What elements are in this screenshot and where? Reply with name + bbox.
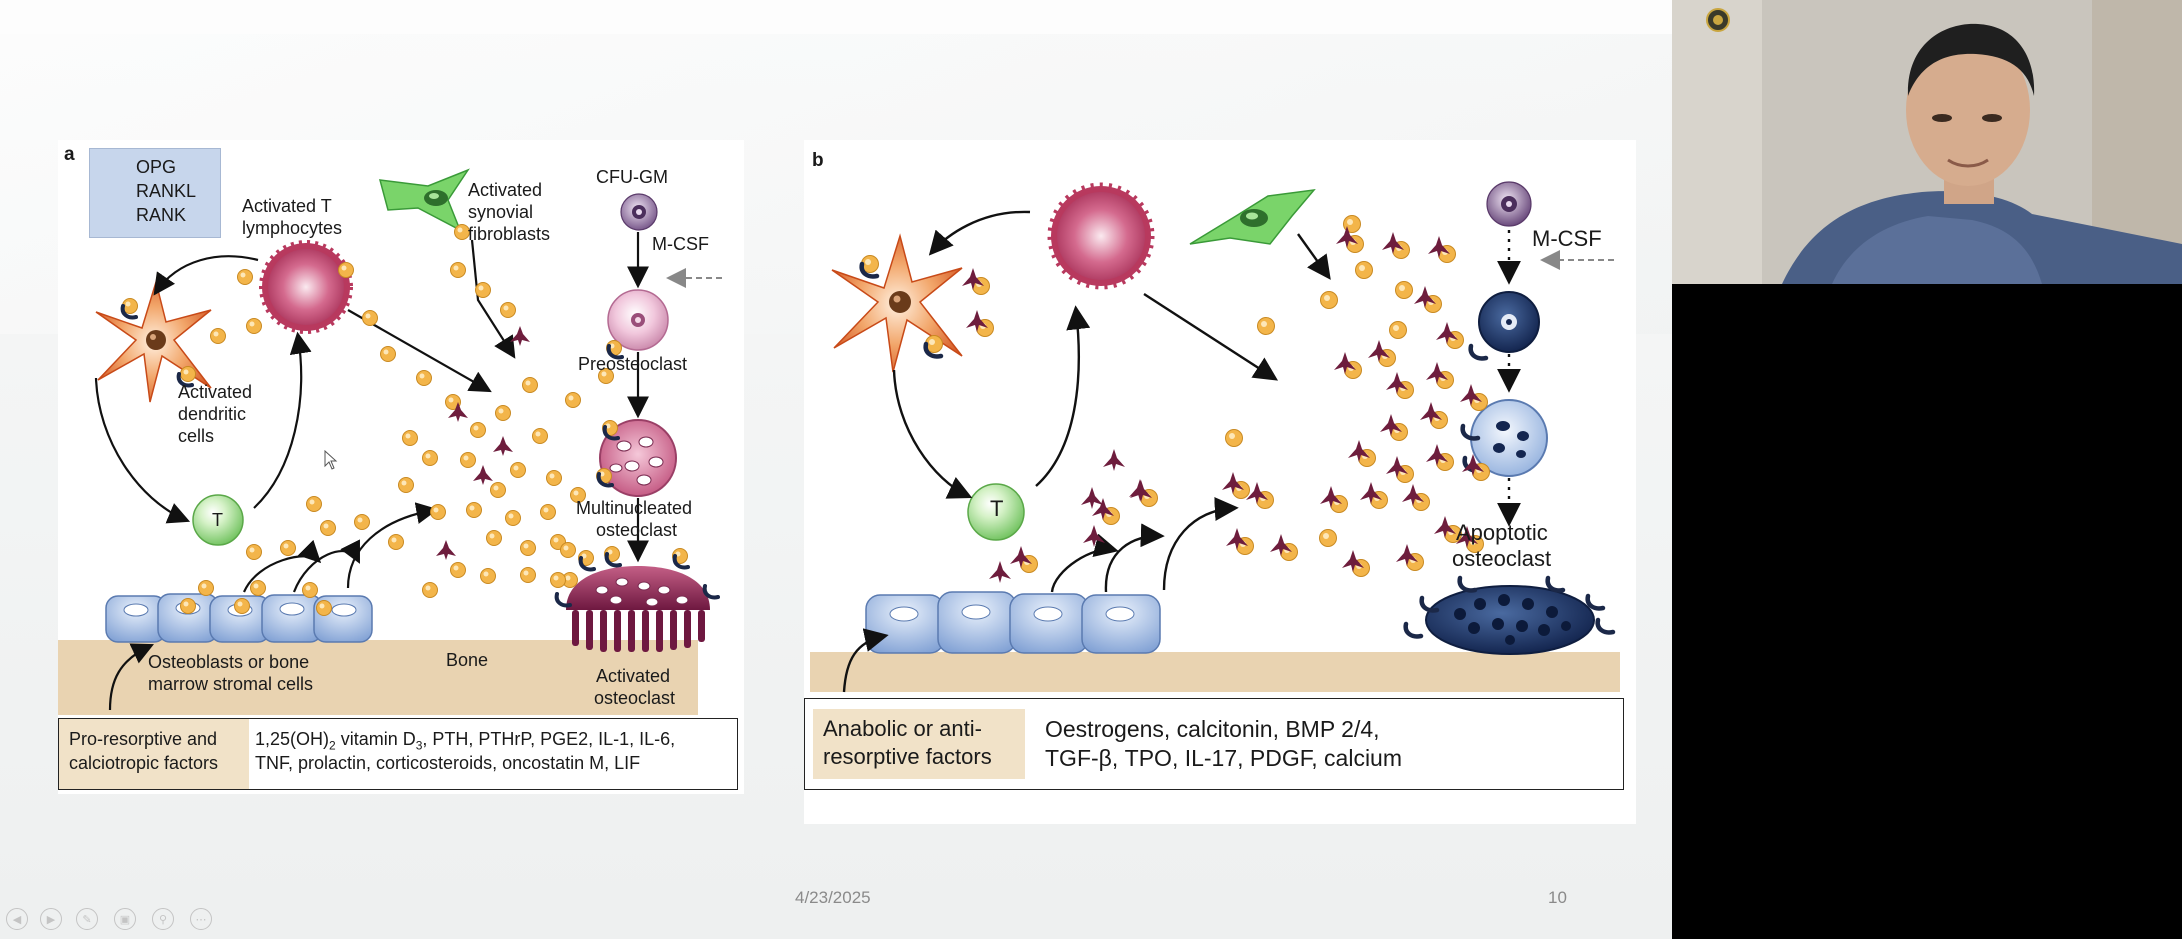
activated-t-lymphocyte-b [1047, 182, 1155, 290]
label-preosteoclast: Preosteoclast [578, 354, 688, 374]
webcam-feed [1672, 0, 2182, 284]
anabolic-factors-line-2: TGF-β, TPO, IL-17, PDGF, calcium [1045, 745, 1403, 771]
pro-resorptive-factors-line-2: TNF, prolactin, corticosteroids, oncosta… [255, 753, 641, 773]
label-osteoblasts-2: marrow stromal cells [148, 674, 314, 694]
more-icon: ⋯ [195, 914, 207, 926]
t-cell-a [192, 494, 244, 546]
slide-date: 4/23/2025 [795, 888, 871, 907]
label-activated-osteoclast-2: osteoclast [594, 688, 676, 708]
label-dendritic-3: cells [178, 426, 215, 446]
webcam-black-area [1672, 284, 2182, 939]
mouse-pointer-icon [324, 450, 338, 470]
label-dendritic-1: Activated [178, 382, 253, 402]
magnifier-icon: ⚲ [158, 914, 168, 926]
slide-page-number: 10 [1548, 888, 1567, 907]
pro-resorptive-factors-line-1: 1,25(OH)2 vitamin D3, PTH, PTHrP, PGE2, … [255, 729, 676, 753]
label-multinucleated-1: Multinucleated [576, 498, 693, 518]
legend-opg-label: OPG [136, 157, 177, 177]
label-t-cell-b: T [990, 496, 1004, 521]
pen-tool-button[interactable]: ✎ [76, 908, 98, 930]
presentation-slide: a OPG RANKL RANK Activated T lymphocytes… [0, 0, 1672, 939]
pen-icon: ✎ [82, 914, 92, 926]
label-mcsf-a: M-CSF [652, 234, 709, 254]
label-cfu-gm: CFU-GM [596, 167, 668, 187]
dendritic-cell-b [831, 233, 994, 373]
synovial-fibroblast-b [1189, 189, 1316, 245]
label-activated-t-2: lymphocytes [242, 218, 343, 238]
label-synovial-3: fibroblasts [468, 224, 551, 244]
preosteoclast-b [1471, 291, 1540, 358]
anabolic-factors-line-1: Oestrogens, calcitonin, BMP 2/4, [1045, 716, 1380, 742]
previous-slide-button[interactable]: ◀ [6, 908, 28, 930]
pro-resorptive-label-bg [59, 719, 249, 789]
panel-b-letter: b [812, 150, 824, 171]
pro-resorptive-label-2: calciotropic factors [69, 753, 219, 773]
legend-rank-label: RANK [136, 205, 187, 225]
osteoblast-row-a [105, 580, 373, 643]
t-cell-b [967, 483, 1025, 541]
anabolic-factor-box: Anabolic or anti- resorptive factors Oes… [804, 698, 1624, 790]
label-mcsf-b: M-CSF [1532, 226, 1602, 251]
anabolic-label-2: resorptive factors [823, 744, 992, 769]
figure-panel-a: a OPG RANKL RANK Activated T lymphocytes… [58, 140, 744, 794]
label-t-cell-a: T [212, 510, 223, 530]
label-synovial-1: Activated [468, 180, 543, 200]
arrow-right-icon: ▶ [46, 914, 56, 926]
activated-osteoclast-a [554, 546, 720, 652]
panel-a-letter: a [64, 144, 75, 165]
cfu-gm-cell-a [620, 193, 658, 231]
osteoblast-row-b [865, 591, 1161, 654]
activated-t-lymphocyte-a [259, 240, 353, 334]
pro-resorptive-label-1: Pro-resorptive and [69, 729, 218, 749]
anabolic-label-bg [813, 709, 1025, 779]
bone-surface-a [58, 640, 698, 715]
slides-icon: ▣ [119, 914, 131, 926]
preosteoclast-a [606, 289, 669, 360]
figure-panel-b: b M-CSF T Apoptotic osteoclast Anabolic … [804, 140, 1636, 824]
synovial-fibroblast-a [378, 168, 470, 240]
anabolic-label-1: Anabolic or anti- [823, 716, 982, 741]
more-options-button[interactable]: ⋯ [190, 908, 212, 930]
legend-box-a [89, 148, 221, 238]
dendritic-cell-a [95, 279, 212, 403]
presenter-video-frame [1672, 0, 2182, 284]
label-activated-osteoclast-1: Activated [596, 666, 671, 686]
apoptotic-osteoclast-b [1406, 578, 1613, 655]
pro-resorptive-factor-box: Pro-resorptive and calciotropic factors … [58, 718, 738, 790]
panel-b-illustration [810, 181, 1620, 693]
label-osteoblasts-1: Osteoblasts or bone [148, 652, 310, 672]
zoom-button[interactable]: ⚲ [152, 908, 174, 930]
multinucleated-osteoclast-a [596, 419, 677, 497]
slides-overview-button[interactable]: ▣ [114, 908, 136, 930]
arrow-left-icon: ◀ [12, 914, 22, 926]
apoptotic-cell-b [1463, 399, 1548, 477]
bone-surface-b [810, 652, 1620, 692]
panel-a-illustration [58, 158, 722, 715]
label-apoptotic-1: Apoptotic [1456, 520, 1548, 545]
label-multinucleated-2: osteoclast [596, 520, 678, 540]
label-dendritic-2: dendritic [178, 404, 247, 424]
slide-top-band [0, 0, 1672, 34]
legend-rankl-label: RANKL [136, 181, 197, 201]
label-bone-a: Bone [446, 650, 489, 670]
label-synovial-2: synovial [468, 202, 534, 222]
next-slide-button[interactable]: ▶ [40, 908, 62, 930]
precursor-cell-b [1486, 181, 1532, 227]
label-activated-t-1: Activated T [242, 196, 332, 216]
label-apoptotic-2: osteoclast [1452, 546, 1552, 571]
